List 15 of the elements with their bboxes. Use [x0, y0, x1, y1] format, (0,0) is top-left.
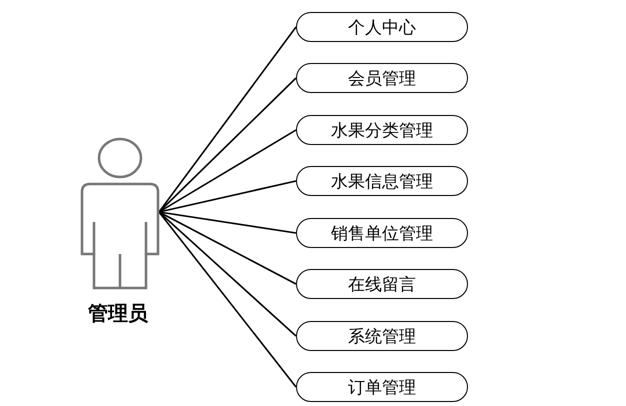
use-case-box: 在线留言 — [296, 269, 468, 299]
use-case-box: 订单管理 — [296, 372, 468, 402]
actor-label: 管理员 — [88, 300, 148, 327]
connector-line — [158, 129, 296, 213]
use-case-box: 销售单位管理 — [296, 218, 468, 248]
connector-line — [158, 212, 297, 388]
use-case-box: 水果分类管理 — [296, 115, 468, 145]
connector-line — [158, 26, 297, 212]
connector-line — [158, 211, 296, 285]
use-case-box: 水果信息管理 — [296, 166, 468, 196]
use-case-box: 会员管理 — [296, 63, 468, 93]
connector-line — [158, 211, 296, 234]
connector-line — [158, 180, 296, 213]
use-case-box: 个人中心 — [296, 12, 468, 42]
use-case-box: 系统管理 — [296, 321, 468, 351]
